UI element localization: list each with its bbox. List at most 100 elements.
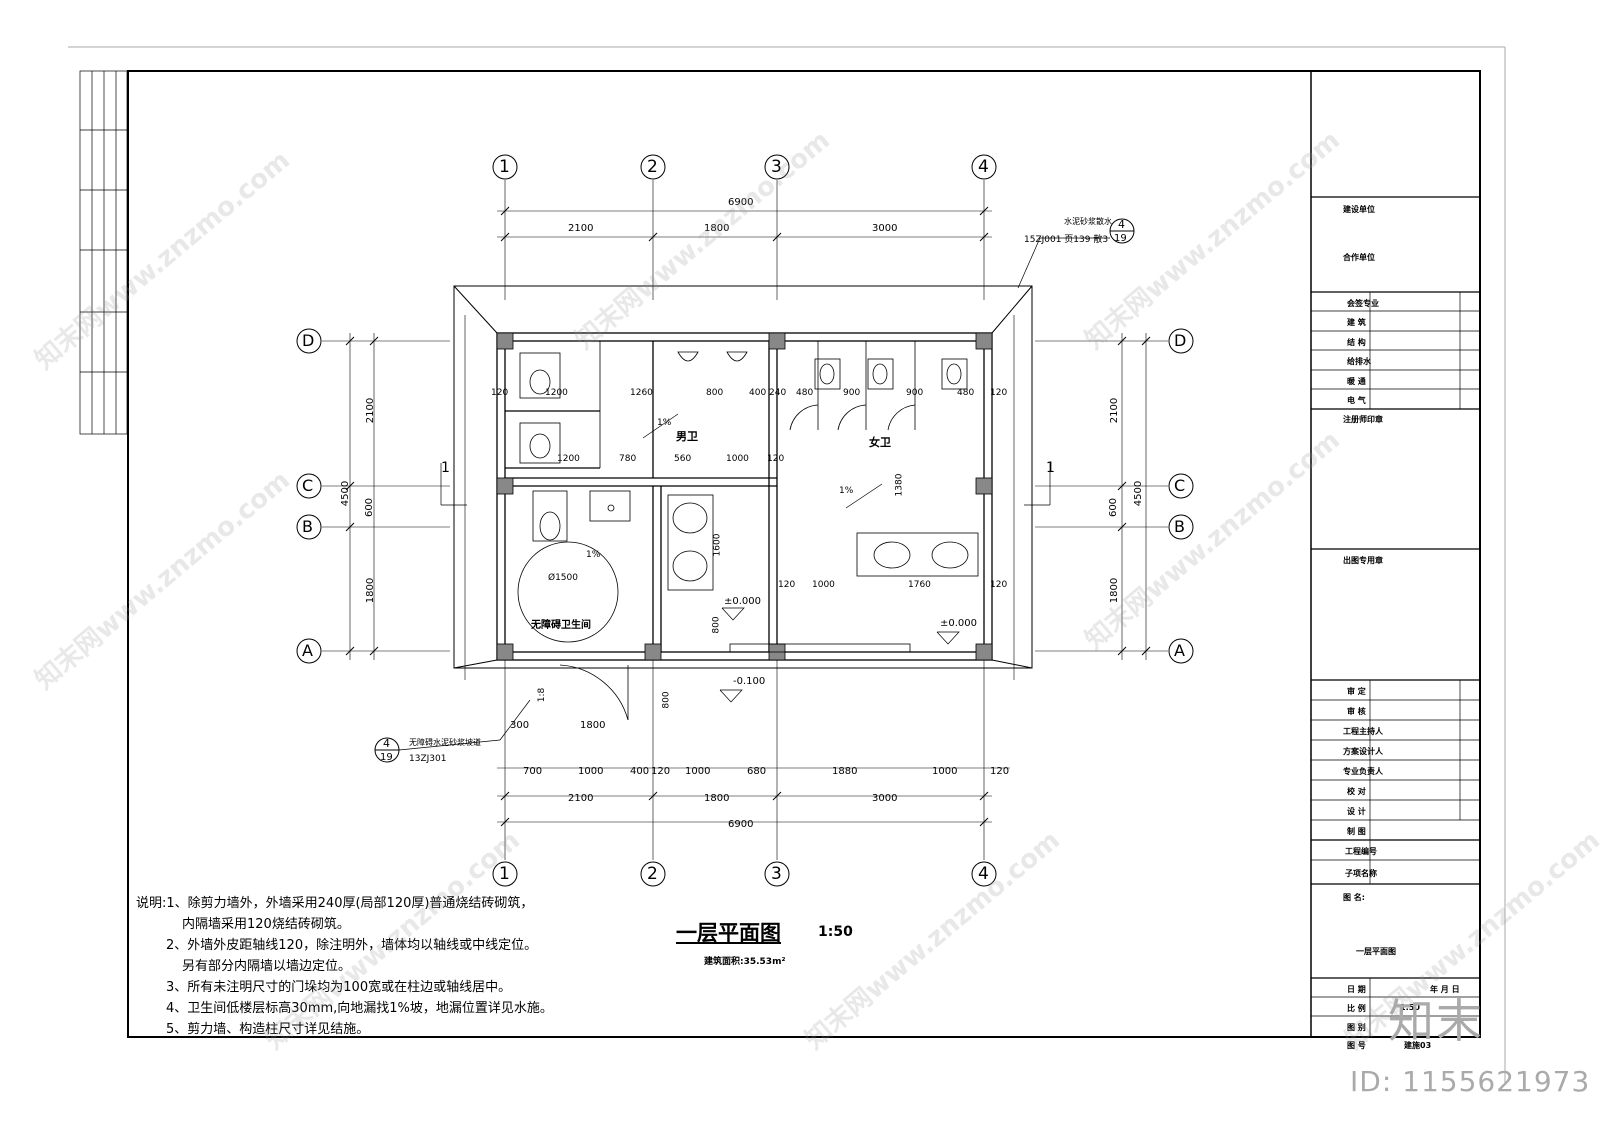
dim-bottom-3: 3000 [872,793,898,804]
dim-bottom-1: 2100 [568,793,594,804]
dim-overall-bottom: 6900 [728,819,754,830]
notes-item-1b: 内隔墙采用120烧结砖砌筑。 [182,917,350,932]
tb-scale-value: 1:50 [1400,1003,1420,1012]
elevation-lav: ±0.000 [724,596,762,607]
dim-right-600: 600 [1108,497,1120,518]
notes-item-5: 5、剪力墙、构造柱尺寸详见结施。 [166,1022,370,1037]
dim-men-1200a: 1200 [545,388,568,398]
tb-role-4: 专业负责人 [1343,767,1383,776]
dim-men-120: 120 [491,388,509,398]
binding-strip [79,70,128,435]
axis-label-b-left: B [302,517,313,536]
axis-label-d-right: D [1174,331,1187,350]
ramp-dim-1800: 1800 [580,720,606,731]
slope-label-men: 1% [657,418,672,428]
axis-label-c-left: C [302,476,314,495]
tb-stamp: 出图专用章 [1343,556,1383,565]
dim-right-2100: 2100 [1109,397,1121,424]
axis-lines [322,180,1168,860]
dim-lav-800b: 800 [661,691,672,709]
axis-label-2-bottom: 2 [647,864,658,884]
dim-top-3: 3000 [872,223,898,234]
slope-label-accessible: 1% [586,550,601,560]
ref-bottom-label: 无障碍水泥砂浆坡道 [409,738,481,747]
dim-left-600: 600 [364,497,376,518]
roof-outline [453,285,1033,669]
notes-item-2b: 另有部分内隔墙以墙边定位。 [182,959,352,974]
dim-bottom-detail-8: 1000 [932,766,958,777]
tb-role-3: 方案设计人 [1343,747,1383,756]
tb-discipline-1: 建 筑 [1347,318,1366,327]
tb-sheet-label: 图 别 [1347,1023,1366,1032]
ref-top-num: 4 [1118,218,1125,231]
dimension-ticks [345,206,1151,827]
notes-item-3: 3、所有未注明尺寸的门垛均为100宽或在柱边或轴线居中。 [166,980,512,995]
dim-left-2100: 2100 [365,397,377,424]
tb-drawing-name: 一层平面图 [1356,947,1396,956]
dim-bottom-detail-5: 1000 [685,766,711,777]
tb-role-0: 审 定 [1347,687,1366,696]
tb-role-6: 设 计 [1347,807,1366,816]
dimension-lines [349,210,1147,823]
tb-partner: 合作单位 [1343,253,1375,262]
dim-bottom-detail-9: 120 [990,766,1010,777]
axis-label-4-bottom: 4 [978,864,989,884]
tb-sub-name: 子项名称 [1345,869,1377,878]
axis-label-c-right: C [1174,476,1186,495]
tb-no-value: 建施03 [1404,1041,1432,1050]
dim-bottom-detail-2: 1000 [578,766,604,777]
axis-label-3-bottom: 3 [771,864,782,884]
tb-drawing-name-label: 图 名: [1343,893,1365,902]
dim-women-1760: 1760 [908,580,931,590]
dim-bottom-detail-4: 120 [651,766,671,777]
axis-label-1-bottom: 1 [499,864,510,884]
dim-women-900a: 900 [843,388,861,398]
dim-top-1: 2100 [568,223,594,234]
room-label-women: 女卫 [869,436,891,449]
tb-scale-label: 比 例 [1347,1004,1366,1013]
dim-bottom-detail-7: 1880 [832,766,858,777]
tb-seal: 注册师印章 [1343,415,1383,424]
dim-lav-1600: 1600 [712,533,723,557]
dim-men-1260: 1260 [630,388,653,398]
ref-bottom-code: 13ZJ301 [409,754,447,764]
dim-men-560: 560 [674,454,692,464]
dim-top-2: 1800 [704,223,730,234]
slope-label-women: 1% [839,486,854,496]
ref-bottom-num: 4 [383,737,390,750]
tb-role-1: 审 核 [1347,707,1366,716]
drawing-area: 建筑面积:35.53m² [704,957,786,967]
dim-men-1000: 1000 [726,454,749,464]
room-label-men: 男卫 [676,430,698,443]
tb-no-label: 图 号 [1347,1041,1366,1050]
dim-women-480a: 480 [796,388,814,398]
dim-bottom-detail-3: 400 [630,766,650,777]
drawing-scale: 1:50 [818,924,853,940]
ramp-dim-300: 300 [510,720,530,731]
dim-bottom-2: 1800 [704,793,730,804]
tb-discipline-0: 会签专业 [1347,299,1379,308]
ref-bottom-sheet: 19 [380,752,393,763]
notes-item-4: 4、卫生间低楼层标高30mm,向地漏找1%坡，地漏位置详见水施。 [166,1001,553,1016]
ref-top-label: 水泥砂浆散水 [1064,217,1112,226]
dim-women-120b: 120 [990,580,1008,590]
circle-dia-label: Ø1500 [548,573,578,583]
watermark-id: ID: 1155621973 [1350,1065,1591,1098]
dim-lav-120: 120 [778,580,796,590]
axis-label-2-top: 2 [647,157,658,177]
axis-label-1-top: 1 [499,157,510,177]
dim-bottom-detail-1: 700 [523,766,543,777]
section-mark-right: 1 [1046,460,1055,476]
dim-women-1380: 1380 [894,473,905,497]
dim-left-1800: 1800 [365,577,377,604]
dim-men-780: 780 [619,454,637,464]
elevation-women: ±0.000 [940,618,978,629]
axis-label-a-right: A [1174,641,1185,660]
tb-role-2: 工程主持人 [1343,727,1383,736]
drawing-title: 一层平面图 [676,921,781,945]
tb-discipline-3: 给排水 [1347,357,1371,366]
dim-men-240: 240 [769,388,787,398]
tb-date-value: 年 月 日 [1430,985,1460,994]
design-notes: 说明:1、除剪力墙外，外墙采用240厚(局部120厚)普通烧结砖砌筑， 内隔墙采… [136,893,553,1040]
